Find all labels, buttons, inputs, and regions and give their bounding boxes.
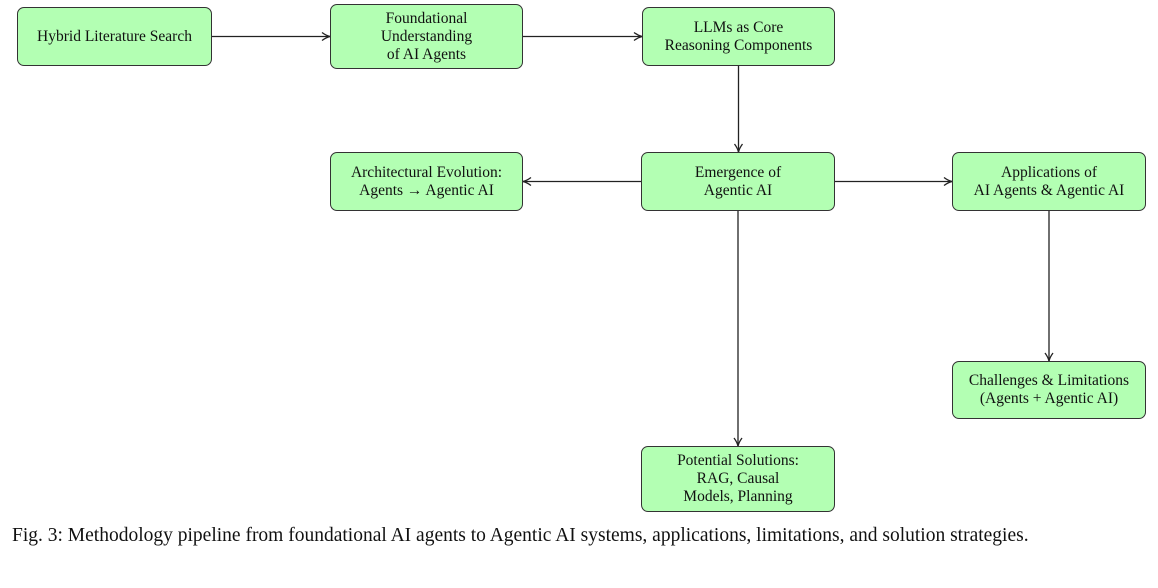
node-potential-solutions: Potential Solutions: RAG, Causal Models,…: [641, 446, 835, 512]
node-architectural-evolution: Architectural Evolution: Agents → Agenti…: [330, 152, 523, 211]
node-label: Architectural Evolution: Agents → Agenti…: [350, 163, 503, 199]
node-label: Potential Solutions: RAG, Causal Models,…: [677, 452, 799, 505]
figure-caption: Fig. 3: Methodology pipeline from founda…: [12, 525, 1029, 546]
node-label: Challenges & Limitations (Agents + Agent…: [968, 372, 1130, 407]
node-label: Hybrid Literature Search: [37, 27, 192, 45]
node-llms-core-reasoning: LLMs as Core Reasoning Components: [642, 7, 835, 66]
node-hybrid-literature-search: Hybrid Literature Search: [17, 7, 212, 66]
node-emergence-of-agentic-ai: Emergence of Agentic AI: [641, 152, 835, 211]
node-applications: Applications of AI Agents & Agentic AI: [952, 152, 1146, 211]
node-label: Emergence of Agentic AI: [694, 163, 782, 199]
node-challenges-limitations: Challenges & Limitations (Agents + Agent…: [952, 361, 1146, 419]
node-label: Applications of AI Agents & Agentic AI: [973, 163, 1125, 199]
node-label: LLMs as Core Reasoning Components: [664, 18, 813, 54]
node-label: Foundational Understanding of AI Agents: [380, 9, 473, 63]
node-foundational-understanding: Foundational Understanding of AI Agents: [330, 4, 523, 69]
flow-diagram: [212, 31, 1054, 447]
